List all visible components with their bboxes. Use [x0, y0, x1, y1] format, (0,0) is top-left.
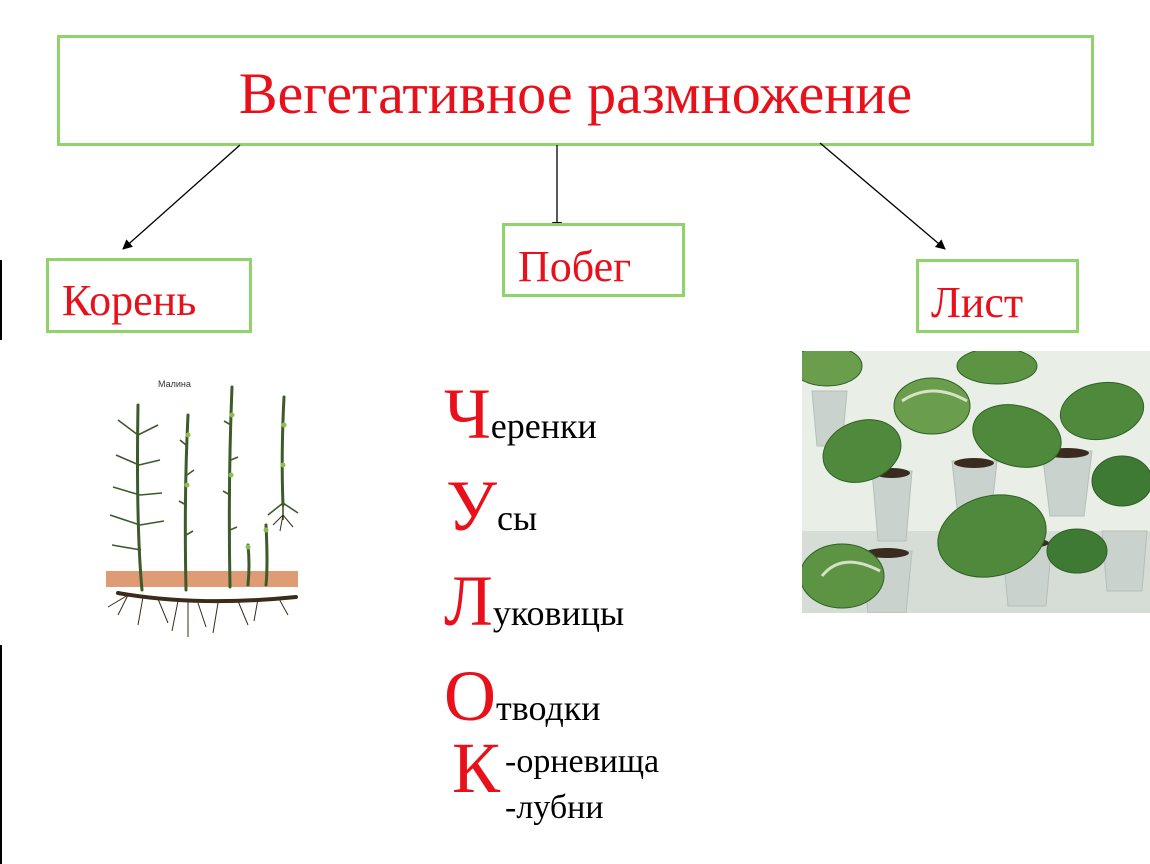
arrow-to-leaf	[819, 142, 946, 250]
mnemonic-otvodki: Отводки	[444, 660, 601, 732]
mnemonic-rest: уковицы	[492, 593, 625, 633]
mnemonic-k-tubers: -лубни	[505, 789, 604, 826]
category-leaf-label: Лист	[931, 278, 1024, 327]
mnemonic-letter: Ч	[444, 374, 491, 454]
mnemonic-k-rhizomes: -орневища	[505, 743, 660, 780]
category-shoot-label: Побег	[518, 242, 632, 291]
mnemonic-letter: Л	[444, 561, 493, 641]
mnemonic-lukovitsy: Луковицы	[444, 565, 624, 637]
mnemonic-usy: Усы	[446, 470, 537, 542]
arrow-to-root	[122, 144, 241, 250]
category-leaf-box: Лист	[916, 259, 1079, 333]
left-edge-mark	[0, 260, 2, 340]
category-root-box: Корень	[46, 258, 252, 333]
mnemonic-rest: еренки	[490, 406, 597, 446]
mnemonic-letter: У	[446, 466, 497, 546]
mnemonic-rest: тводки	[496, 688, 601, 728]
violet-leaf-cuttings-photo	[802, 351, 1150, 613]
mnemonic-rest: сы	[496, 498, 538, 538]
page-title: Вегетативное размножение	[238, 61, 913, 126]
title-box: Вегетативное размножение	[57, 35, 1094, 146]
category-root-label: Корень	[62, 276, 197, 325]
raspberry-illustration: Малина	[106, 379, 299, 637]
mnemonic-k: К	[452, 732, 500, 804]
mnemonic-letter: К	[452, 728, 501, 808]
left-edge-mark	[0, 645, 2, 864]
raspberry-label: Малина	[158, 379, 191, 389]
mnemonic-cherenki: Черенки	[444, 378, 597, 450]
mnemonic-letter: О	[444, 656, 496, 736]
category-shoot-box: Побег	[502, 223, 685, 297]
